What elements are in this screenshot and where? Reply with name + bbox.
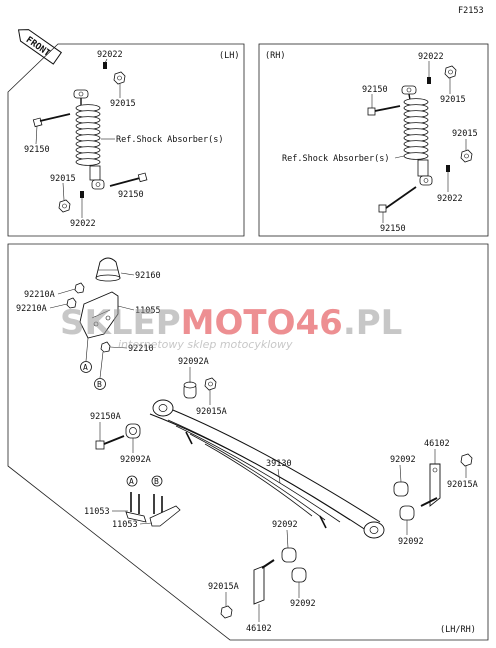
bushing-92092A-bottom — [125, 423, 141, 439]
label-39130: 39130 — [266, 459, 292, 469]
nut-92210A-a — [74, 282, 85, 294]
rh-ref-shock-absorber: Ref.Shock Absorber(s) — [282, 154, 389, 164]
watermark-tagline: internetowy sklep motocyklowy — [118, 338, 293, 351]
svg-text:SKLEPMOTO46.PL: SKLEPMOTO46.PL — [60, 303, 402, 343]
callout-a: A — [83, 363, 88, 372]
callout-a2-circle — [126, 475, 138, 487]
rh-washer-92022-bottom — [446, 165, 450, 172]
rh-label-92015-mid: 92015 — [452, 129, 478, 139]
rh-panel-tag: (RH) — [265, 51, 285, 61]
label-92092A-top: 92092A — [178, 357, 209, 367]
lh-washer-92022-bottom — [80, 191, 84, 198]
watermark-brand-4: .PL — [343, 303, 403, 343]
nut-92015A-right — [460, 453, 473, 467]
callout-b2: B — [154, 477, 159, 486]
label-46102-right: 46102 — [424, 439, 450, 449]
callout-a-circle — [80, 361, 92, 373]
label-92210: 92210 — [128, 344, 154, 354]
watermark-brand-1: SKLEP — [60, 303, 181, 343]
label-46102-bottom: 46102 — [246, 624, 272, 634]
label-92092-r2: 92092 — [398, 537, 424, 547]
bushing-92092-r1 — [393, 481, 409, 497]
lh-label-92150-right: 92150 — [118, 190, 144, 200]
lh-label-92022-top: 92022 — [97, 50, 123, 60]
label-92160: 92160 — [135, 271, 161, 281]
lh-bolt-92150-right — [109, 172, 148, 187]
label-92015A-right: 92015A — [447, 480, 478, 490]
bottom-panel-frame — [7, 243, 489, 641]
u-bolt-11053-a — [125, 492, 147, 523]
callout-b: B — [97, 380, 102, 389]
lh-label-92022-bottom: 92022 — [70, 219, 96, 229]
bracket-11055 — [79, 291, 119, 339]
rh-shock-absorber — [401, 85, 433, 186]
label-92092-bottom: 92092 — [290, 599, 316, 609]
watermark-brand-3: 46 — [296, 303, 343, 343]
callout-b-circle — [94, 378, 106, 390]
u-bolt-11053-b — [149, 494, 181, 527]
lh-label-92015-top: 92015 — [110, 99, 136, 109]
rh-panel-frame — [258, 43, 489, 237]
label-92015A-top: 92015A — [196, 407, 227, 417]
rh-bolt-92150-top — [367, 105, 401, 116]
label-92210A-1: 92210A — [24, 290, 55, 300]
bump-stop-92160 — [95, 257, 121, 282]
leaf-spring-39130 — [149, 399, 385, 539]
lh-nut-92015-bottom — [58, 199, 71, 213]
bushing-92092-bottom — [291, 567, 307, 583]
lh-nut-92015-top — [113, 71, 126, 85]
callout-a2: A — [129, 477, 134, 486]
lh-shock-absorber — [73, 89, 105, 190]
label-92015A-bottom: 92015A — [208, 582, 239, 592]
bushing-92092-mid — [281, 547, 297, 563]
bottom-panel-tag: (LH/RH) — [440, 625, 476, 635]
rh-label-92150-bottom: 92150 — [380, 224, 406, 234]
front-arrow-icon: FRONT — [17, 29, 63, 65]
nut-92015A-bottom — [220, 605, 233, 619]
label-92092-r1: 92092 — [390, 455, 416, 465]
shackle-46102-bottom — [253, 559, 275, 605]
lh-washer-92022-top — [103, 62, 107, 69]
rh-bolt-92150-bottom — [378, 186, 417, 213]
nut-92015A-top — [204, 377, 217, 391]
figure-id: F2153 — [458, 6, 484, 16]
bushing-92092-r2 — [399, 505, 415, 521]
label-11053-2: 11053 — [112, 520, 138, 530]
label-92092A-bottom: 92092A — [120, 455, 151, 465]
lh-bolt-92150-left — [32, 113, 71, 128]
lh-label-92150-left: 92150 — [24, 145, 50, 155]
label-92210A-2: 92210A — [16, 304, 47, 314]
lh-ref-shock-absorber: Ref.Shock Absorber(s) — [116, 135, 223, 145]
watermark: SKLEPMOTO46.PL internetowy sklep motocyk… — [60, 303, 402, 351]
rh-nut-92015-mid — [460, 149, 473, 163]
lh-panel-tag: (LH) — [219, 51, 239, 61]
label-11055: 11055 — [135, 306, 161, 316]
label-92150A: 92150A — [90, 412, 121, 422]
nut-92210A-b — [66, 297, 77, 309]
nut-92210 — [100, 341, 111, 353]
rh-nut-92015-top — [444, 65, 457, 79]
label-11053-1: 11053 — [84, 507, 110, 517]
label-92092-mid: 92092 — [272, 520, 298, 530]
callout-b2-circle — [151, 475, 163, 487]
rh-label-92022-top: 92022 — [418, 52, 444, 62]
lh-panel-frame — [7, 43, 245, 237]
shackle-46102-right — [420, 463, 441, 507]
lh-label-92015-bottom: 92015 — [50, 174, 76, 184]
rh-label-92150-top: 92150 — [362, 85, 388, 95]
watermark-brand-2: MOTO — [181, 303, 296, 343]
rh-label-92022-bottom: 92022 — [437, 194, 463, 204]
rh-washer-92022-top — [427, 77, 431, 84]
bushing-92092A-top — [183, 381, 197, 399]
rh-label-92015-top: 92015 — [440, 95, 466, 105]
